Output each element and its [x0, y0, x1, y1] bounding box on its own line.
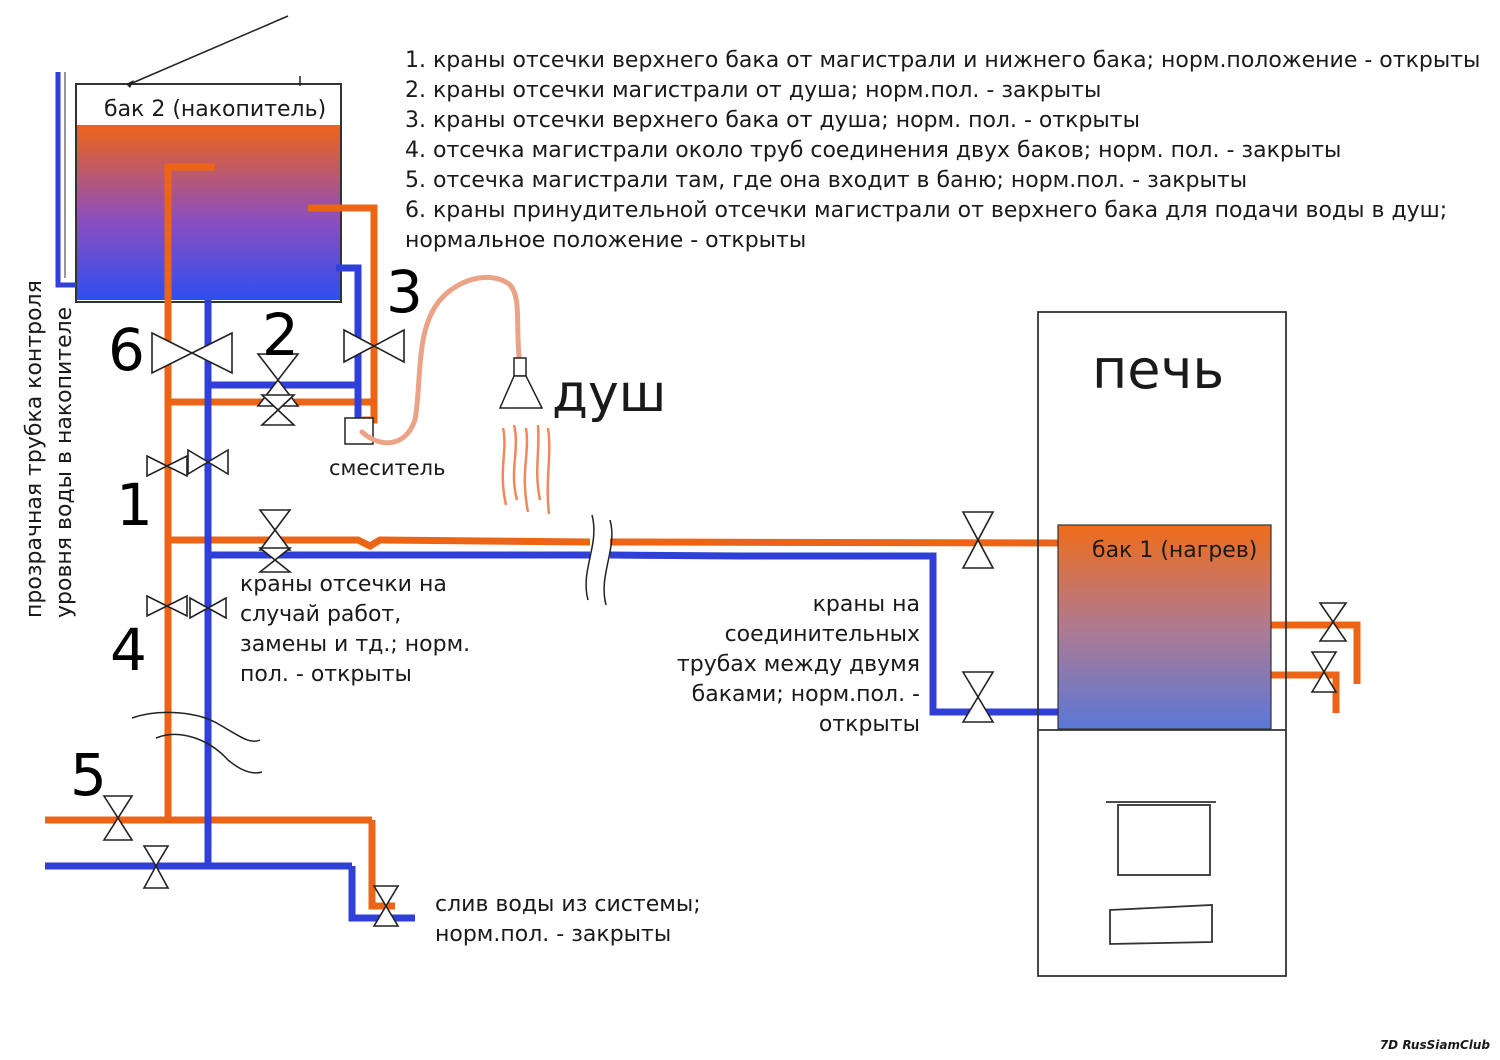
tank-1-label: бак 1 (нагрев)	[1092, 538, 1258, 563]
shower-water	[501, 424, 551, 515]
stove-label: печь	[1092, 338, 1225, 401]
valve-5a	[102, 795, 134, 841]
legend-item-4: 4. отсечка магистрали около труб соедине…	[405, 138, 1342, 163]
valve-number-3: 3	[386, 258, 423, 326]
shower-head	[498, 357, 544, 409]
valve-number-1: 1	[116, 471, 153, 539]
legend-item-6-cont: нормальное положение - открыты	[405, 228, 807, 253]
valve-cutoff-a	[258, 509, 292, 551]
valves	[102, 328, 1348, 927]
legend-item-6: 6. краны принудительной отсечки магистра…	[405, 198, 1448, 223]
tank-2	[75, 15, 342, 303]
stove	[1037, 311, 1287, 977]
legend: 1. краны отсечки верхнего бака от магист…	[405, 46, 1480, 256]
valve-2b	[259, 394, 297, 426]
mixer-label: смеситель	[329, 456, 446, 480]
note-connecting-line: соединительных	[724, 622, 920, 647]
valve-5b	[142, 845, 170, 889]
legend-item-3: 3. краны отсечки верхнего бака от душа; …	[405, 108, 1140, 133]
note-connecting: краны на соединительных трубах между дву…	[677, 590, 920, 740]
valve-1a	[146, 454, 188, 478]
note-connecting-line: открыты	[818, 712, 920, 737]
note-cutoff: краны отсечки на случай работ, замены и …	[240, 570, 470, 690]
note-cutoff-line: замены и тд.; норм.	[240, 632, 471, 657]
note-cutoff-line: краны отсечки на	[240, 572, 447, 597]
note-connecting-line: краны на	[812, 592, 920, 617]
note-drain-line: слив воды из системы;	[435, 892, 701, 917]
valve-connect-cold	[961, 671, 995, 723]
level-tube	[55, 72, 76, 288]
note-connecting-line: баками; норм.пол. -	[691, 682, 920, 707]
valve-2a	[256, 353, 300, 407]
note-drain-line: норм.пол. - закрыты	[435, 922, 672, 947]
watermark: 7D RusSiamClub	[1379, 1038, 1490, 1052]
valve-3	[343, 328, 405, 364]
valve-1b	[187, 448, 229, 476]
valve-number-4: 4	[110, 616, 147, 684]
valve-tank1-b	[1310, 651, 1338, 693]
valve-cutoff-b	[257, 547, 293, 573]
legend-item-2: 2. краны отсечки магистрали от душа; нор…	[405, 78, 1102, 103]
note-cutoff-line: пол. - открыты	[240, 662, 412, 687]
level-tube-note-2: уровня воды в накопителе	[52, 306, 77, 618]
note-connecting-line: трубах между двумя	[676, 652, 920, 677]
valve-number-2: 2	[262, 301, 299, 369]
tank-2-label: бак 2 (накопитель)	[104, 97, 327, 122]
legend-item-1: 1. краны отсечки верхнего бака от магист…	[405, 48, 1481, 73]
note-drain: слив воды из системы; норм.пол. - закрыт…	[435, 890, 701, 950]
valve-4b	[189, 596, 227, 620]
valve-drain-a	[372, 885, 400, 927]
tank-1	[1057, 524, 1272, 730]
shower-label: душ	[552, 364, 667, 424]
valve-tank1-a	[1318, 602, 1348, 642]
valve-connect-hot	[961, 511, 995, 569]
legend-item-5: 5. отсечка магистрали там, где она входи…	[405, 168, 1248, 193]
valve-4a	[146, 594, 188, 618]
pipe-breaks	[131, 514, 613, 774]
valve-number-5: 5	[70, 741, 107, 809]
shower-hose	[359, 274, 523, 446]
valve-6a	[151, 331, 233, 375]
valve-number-6: 6	[108, 316, 145, 384]
note-cutoff-line: случай работ,	[240, 602, 402, 627]
level-tube-note-1: прозрачная трубка контроля	[22, 280, 47, 618]
